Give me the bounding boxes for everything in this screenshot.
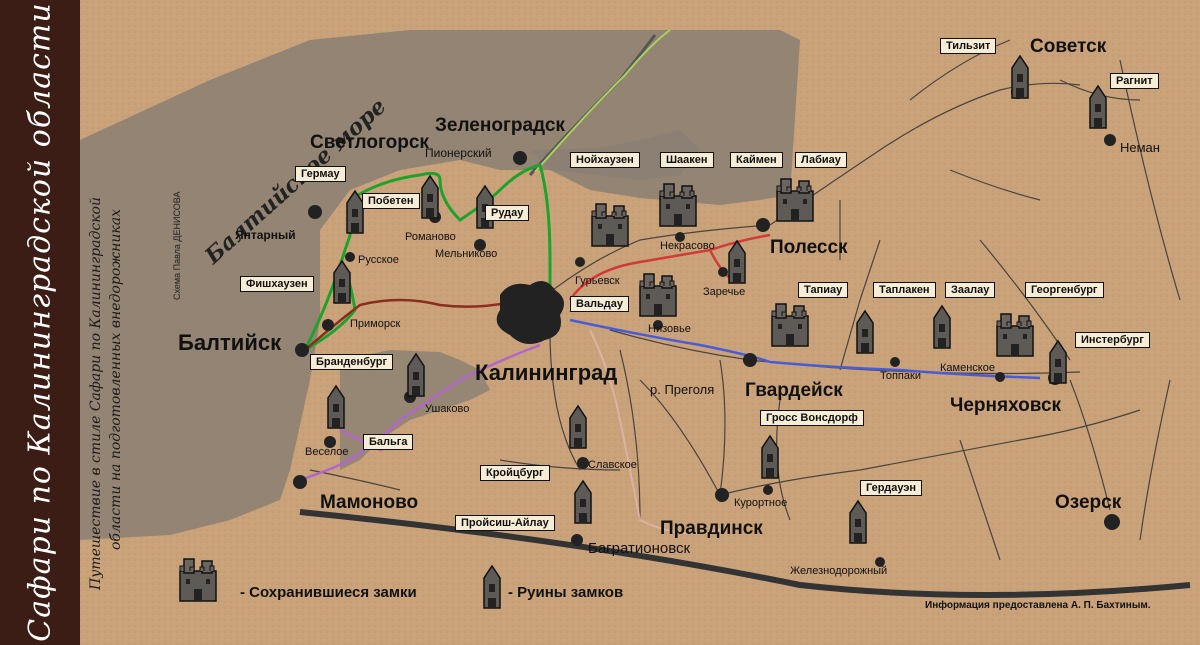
label-brandenburg: Бранденбург [310,354,394,370]
label-pobeten: Побетен [362,193,420,209]
label-fishhauzen: Фишхаузен [240,276,314,292]
city-sovetsk: Советск [1030,36,1107,57]
city-baltiysk: Балтийск [178,330,282,355]
poster-title: Сафари по Калининградской области [22,2,58,642]
city-ozersk: Озерск [1055,492,1122,513]
label-noyhauzen: Нойхаузен [570,152,640,168]
town-melnikovo: Мельниково [435,248,498,260]
label-ragnit: Рагнит [1110,73,1159,89]
kaliningrad-marker [496,281,564,344]
town-slavskoe: Славское [588,459,637,471]
town-pionerskiy: Пионерский [425,146,492,160]
city-kaliningrad: Калининград [475,360,618,385]
legend-ruins: - Руины замков [508,584,624,601]
subtitle-line-1: Путешествие в стиле Сафари по Калинингра… [88,197,104,590]
town-neman: Неман [1120,140,1160,155]
label-kaimen: Каймен [730,152,783,168]
town-nizovye: Низовье [648,323,691,335]
town-primorsk: Приморск [350,318,401,330]
town-bagrationovsk: Багратионовск [588,540,691,557]
label-labiau: Лабиау [795,152,847,168]
map-area: Путешествие в стиле Сафари по Калинингра… [80,0,1200,645]
town-kurortnoe: Курортное [734,497,788,509]
label-balga: Бальга [363,434,414,450]
town-nekrasovo: Некрасово [660,240,715,252]
label-zaalau: Заалау [945,282,996,298]
label-valdau: Вальдау [570,296,630,312]
town-ushakovo: Ушаково [425,403,470,415]
city-mamonovo: Мамоново [320,492,419,513]
label-georgenburg: Георгенбург [1025,282,1104,298]
town-russkoe: Русское [358,254,399,266]
town-toppaki: Топпаки [880,370,921,382]
subtitle-line-2: области на подготовленных внедорожниках [108,208,124,550]
city-svetlogorsk: Светлогорск [310,132,429,153]
label-kroytsburg: Кройцбург [480,465,550,481]
label-gerdauen: Гердауэн [860,480,923,496]
town-kamenskoe: Каменское [940,362,995,374]
label-taplaken: Таплакен [873,282,936,298]
town-zareche: Заречье [703,286,746,298]
city-chernyakhovsk: Черняховск [950,395,1062,416]
label-shaaken: Шаакен [660,152,714,168]
label-germau: Гермау [295,166,346,182]
label-preysish-aylau: Пройсиш-Айлау [455,515,555,531]
town-yantarny: Янтарный [235,228,296,242]
sidebar: Сафари по Калининградской области [0,0,80,645]
label-tapiau: Тапиау [798,282,849,298]
town-zheleznodorozhny: Железнодорожный [790,565,888,577]
city-zelenogradsk: Зеленоградск [435,115,565,136]
city-polessk: Полесск [770,237,848,258]
label-rudau: Рудау [485,205,530,221]
info-credit: Информация предоставлена А. П. Бахтиным. [925,600,1151,611]
label-insterburg: Инстербург [1075,332,1150,348]
town-romanovo: Романово [405,231,456,243]
city-pravdinsk: Правдинск [660,518,763,539]
legend-preserved: - Сохранившиеся замки [240,584,417,601]
town-guryevsk: Гурьевск [575,275,620,287]
map-credit: Схема Павла ДЕНИСОВА [172,191,182,300]
town-veseloe: Веселое [305,446,349,458]
river-label: р. Преголя [650,382,715,397]
city-gvardeysk: Гвардейск [745,380,843,401]
label-gross-vonsdorf: Гросс Вонсдорф [760,410,864,426]
label-tilzit: Тильзит [940,38,997,54]
